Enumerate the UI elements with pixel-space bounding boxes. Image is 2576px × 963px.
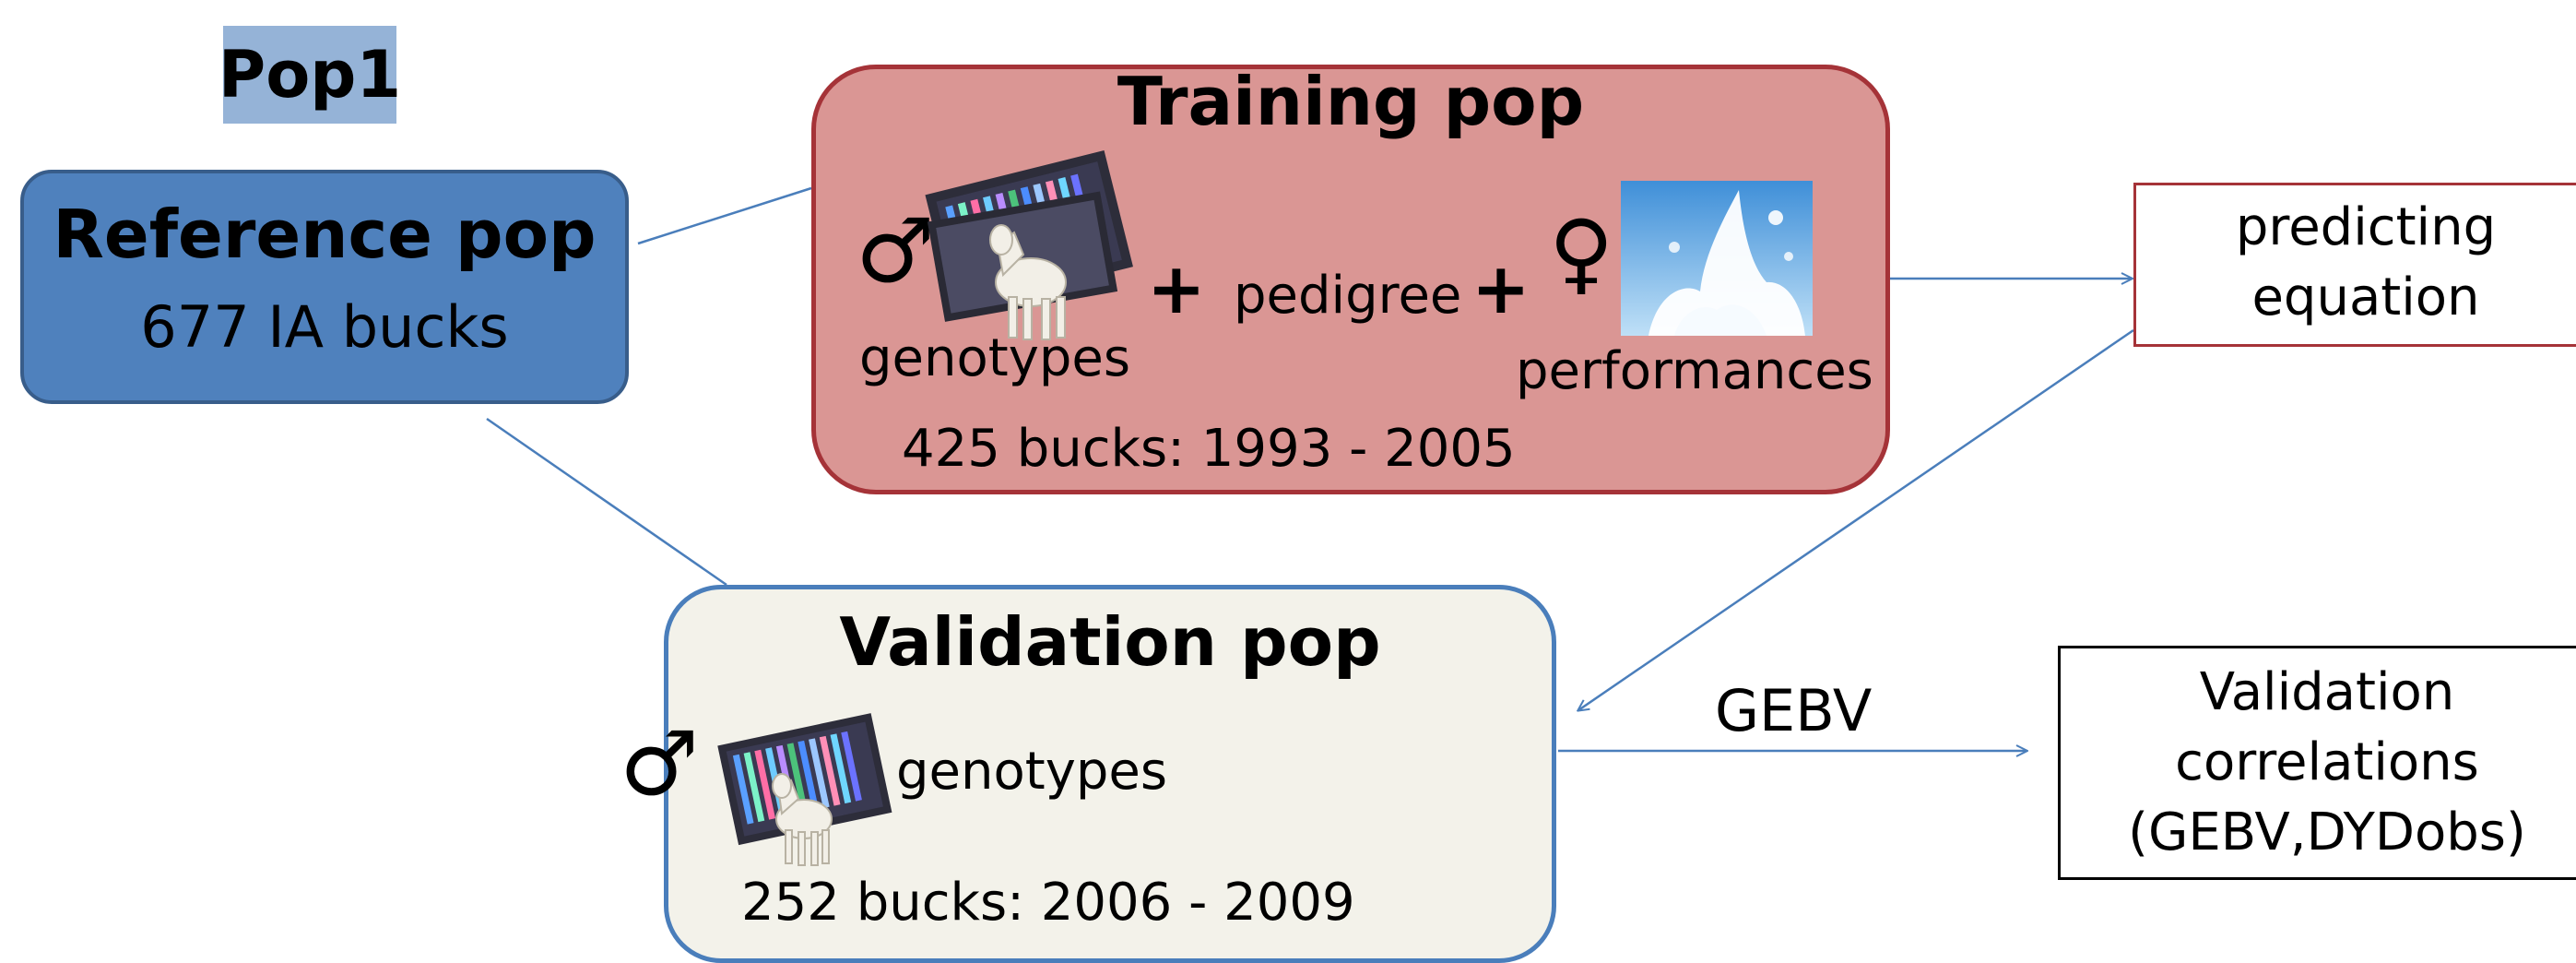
predicting-to-validation-arrow	[1578, 328, 2134, 710]
reference-to-validation-line	[486, 417, 727, 587]
validation-correlations-line2: correlations	[2175, 732, 2479, 792]
validation-correlations-line3: (GEBV,DYDobs)	[2128, 802, 2526, 862]
validation-genotypes-label: genotypes	[896, 742, 1168, 802]
plus-sign: +	[1471, 247, 1530, 329]
male-symbol-icon: ♂	[620, 712, 700, 815]
training-pop-title: Training pop	[1117, 63, 1585, 140]
training-genotypes-label: genotypes	[859, 328, 1131, 388]
male-symbol-icon: ♂	[856, 199, 936, 303]
validation-correlations-box	[2058, 646, 2576, 880]
validation-correlations-line1: Validation	[2199, 662, 2455, 722]
goat-on-genotyping-chips-image	[717, 713, 892, 866]
predicting-equation-line2: equation	[2251, 268, 2480, 327]
training-bucks-range: 425 bucks: 1993 - 2005	[902, 419, 1516, 479]
reference-pop-count: 677 IA bucks	[140, 293, 509, 361]
validation-pop-title: Validation pop	[839, 603, 1381, 681]
plus-sign: +	[1147, 247, 1206, 329]
goat-on-genotyping-chips-image	[925, 149, 1133, 340]
predicting-equation-line1: predicting	[2235, 197, 2497, 257]
female-symbol-icon: ♀	[1549, 201, 1614, 304]
reference-to-training-line	[637, 186, 812, 245]
predicting-equation-box	[2133, 183, 2576, 347]
gebv-label: GEBV	[1715, 677, 1873, 744]
performances-label: performances	[1516, 341, 1873, 401]
reference-pop-title: Reference pop	[53, 196, 597, 273]
validation-bucks-range: 252 bucks: 2006 - 2009	[741, 873, 1355, 933]
milk-splash-image	[1621, 181, 1813, 336]
population-label: Pop1	[219, 26, 401, 124]
reference-pop-box	[20, 170, 629, 404]
pedigree-label: pedigree	[1234, 266, 1462, 326]
